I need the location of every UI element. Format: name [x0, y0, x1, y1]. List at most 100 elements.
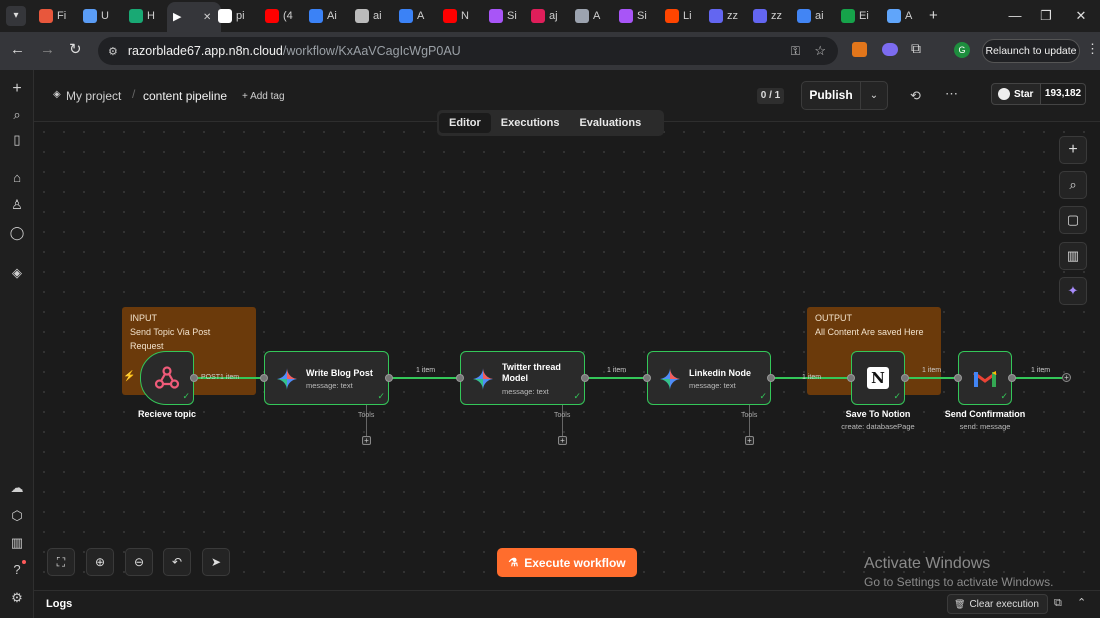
- browser-tab[interactable]: pi: [212, 4, 252, 28]
- browser-tab[interactable]: Fi: [33, 4, 73, 28]
- tab-executions[interactable]: Executions: [500, 117, 560, 129]
- tab-evaluations[interactable]: Evaluations: [579, 117, 642, 129]
- publish-dropdown-chevron-icon[interactable]: ⌄: [860, 81, 888, 110]
- node-webhook[interactable]: ✓: [140, 351, 194, 405]
- forward-icon[interactable]: →: [40, 41, 55, 58]
- node-notion[interactable]: N ✓: [851, 351, 905, 405]
- minimize-icon[interactable]: —: [1008, 8, 1022, 23]
- add-node-button[interactable]: +: [1059, 136, 1087, 164]
- add-tag-button[interactable]: + Add tag: [242, 91, 285, 102]
- browser-tab[interactable]: N: [437, 4, 477, 28]
- browser-tab[interactable]: ▶✕: [167, 2, 221, 32]
- output-port[interactable]: [767, 374, 775, 382]
- cursor-tool-icon[interactable]: ➤: [202, 548, 230, 576]
- input-port[interactable]: [456, 374, 464, 382]
- edge-linkedin-notion[interactable]: [771, 377, 851, 379]
- add-tool-linkedin-button[interactable]: +: [745, 436, 754, 445]
- close-window-icon[interactable]: ✕: [1075, 8, 1087, 23]
- relaunch-button[interactable]: Relaunch to update: [982, 39, 1080, 63]
- settings-gear-icon[interactable]: ⚙: [11, 590, 23, 605]
- search-nodes-icon[interactable]: ⌕: [1059, 171, 1087, 199]
- add-tool-twitter-button[interactable]: +: [558, 436, 567, 445]
- home-icon[interactable]: ⌂: [13, 170, 21, 185]
- input-port[interactable]: [847, 374, 855, 382]
- browser-tab[interactable]: Ei: [835, 4, 875, 28]
- browser-tab[interactable]: H: [123, 4, 163, 28]
- undo-icon[interactable]: ↶: [163, 548, 191, 576]
- input-port[interactable]: [643, 374, 651, 382]
- chat-icon[interactable]: ◯: [9, 225, 25, 240]
- history-icon[interactable]: ⟲: [910, 88, 921, 103]
- browser-tab[interactable]: ai: [349, 4, 389, 28]
- ai-sparkle-icon[interactable]: ✦: [1059, 277, 1087, 305]
- site-info-icon[interactable]: ⚙: [108, 45, 118, 58]
- browser-tab[interactable]: Li: [659, 4, 699, 28]
- github-star-button[interactable]: Star: [991, 83, 1041, 105]
- logs-label[interactable]: Logs: [46, 598, 73, 610]
- edge-webhook-blog[interactable]: [194, 377, 264, 379]
- help-icon[interactable]: ?: [13, 562, 21, 577]
- new-tab-button[interactable]: +: [929, 7, 938, 24]
- password-key-icon[interactable]: ⚿: [790, 43, 800, 58]
- output-port[interactable]: [581, 374, 589, 382]
- logs-bar[interactable]: Logs 🗑 Clear execution ⧉ ⌃: [34, 590, 1100, 618]
- output-port[interactable]: [385, 374, 393, 382]
- breadcrumb-project[interactable]: My project: [66, 89, 122, 103]
- layers-icon[interactable]: ◈: [12, 265, 22, 280]
- node-twitter-thread[interactable]: Twitter thread Model message: text ✓: [460, 351, 585, 405]
- templates-icon[interactable]: ⬡: [11, 508, 23, 523]
- browser-tab[interactable]: Si: [483, 4, 523, 28]
- browser-tab[interactable]: (4: [259, 4, 299, 28]
- publish-button[interactable]: Publish: [801, 81, 861, 110]
- browser-tab[interactable]: aj: [525, 4, 565, 28]
- sidebar-toggle-icon[interactable]: ▯: [13, 132, 21, 147]
- add-icon[interactable]: +: [12, 80, 22, 97]
- edge-twitter-linkedin[interactable]: [585, 377, 647, 379]
- browser-tab[interactable]: U: [77, 4, 117, 28]
- zoom-in-icon[interactable]: ⊕: [86, 548, 114, 576]
- edge-notion-gmail[interactable]: [905, 377, 958, 379]
- tab-editor[interactable]: Editor: [439, 113, 491, 133]
- chevron-up-icon[interactable]: ⌃: [1077, 597, 1087, 609]
- github-star-count[interactable]: 193,182: [1041, 83, 1086, 105]
- restore-icon[interactable]: ❐: [1040, 8, 1052, 23]
- bookmark-star-icon[interactable]: ☆: [814, 43, 826, 58]
- extension-fox-icon[interactable]: [852, 42, 867, 57]
- cloud-icon[interactable]: ☁: [10, 480, 24, 495]
- insights-icon[interactable]: ▥: [10, 535, 24, 550]
- profile-avatar[interactable]: G: [954, 42, 970, 58]
- output-port[interactable]: [901, 374, 909, 382]
- search-icon[interactable]: ⌕: [13, 107, 21, 122]
- workflow-name[interactable]: content pipeline: [143, 89, 228, 103]
- sticky-note-icon[interactable]: ▢: [1059, 206, 1087, 234]
- clear-execution-button[interactable]: 🗑 Clear execution: [947, 594, 1048, 614]
- input-port[interactable]: [954, 374, 962, 382]
- extension-ai-icon[interactable]: [882, 43, 898, 56]
- browser-tab[interactable]: zz: [703, 4, 743, 28]
- browser-menu-icon[interactable]: ⋮: [1086, 41, 1099, 56]
- fit-view-icon[interactable]: ⛶: [47, 548, 75, 576]
- node-write-blog-post[interactable]: Write Blog Post message: text ✓: [264, 351, 389, 405]
- browser-tab[interactable]: A: [569, 4, 609, 28]
- browser-tab[interactable]: ai: [791, 4, 831, 28]
- panel-toggle-icon[interactable]: ▥: [1059, 242, 1087, 270]
- user-icon[interactable]: ♙: [11, 197, 23, 212]
- back-icon[interactable]: ←: [10, 41, 25, 58]
- edge-gmail-output[interactable]: [1012, 377, 1062, 379]
- edge-blog-twitter[interactable]: [389, 377, 460, 379]
- node-linkedin[interactable]: Linkedin Node message: text ✓: [647, 351, 771, 405]
- reload-icon[interactable]: ↻: [69, 41, 82, 58]
- popout-icon[interactable]: ⧉: [1054, 597, 1062, 609]
- output-port[interactable]: [190, 374, 198, 382]
- browser-tab[interactable]: zz: [747, 4, 787, 28]
- browser-tab[interactable]: A: [881, 4, 921, 28]
- add-tool-blog-button[interactable]: +: [362, 436, 371, 445]
- browser-tab[interactable]: Si: [613, 4, 653, 28]
- input-port[interactable]: [260, 374, 268, 382]
- add-after-gmail-button[interactable]: +: [1062, 373, 1071, 382]
- zoom-out-icon[interactable]: ⊖: [125, 548, 153, 576]
- browser-tab[interactable]: A: [393, 4, 433, 28]
- tab-close-icon[interactable]: ✕: [203, 11, 212, 23]
- execute-workflow-button[interactable]: ⚗ Execute workflow: [497, 548, 637, 577]
- address-bar[interactable]: ⚙ razorblade67.app.n8n.cloud /workflow/K…: [98, 37, 838, 65]
